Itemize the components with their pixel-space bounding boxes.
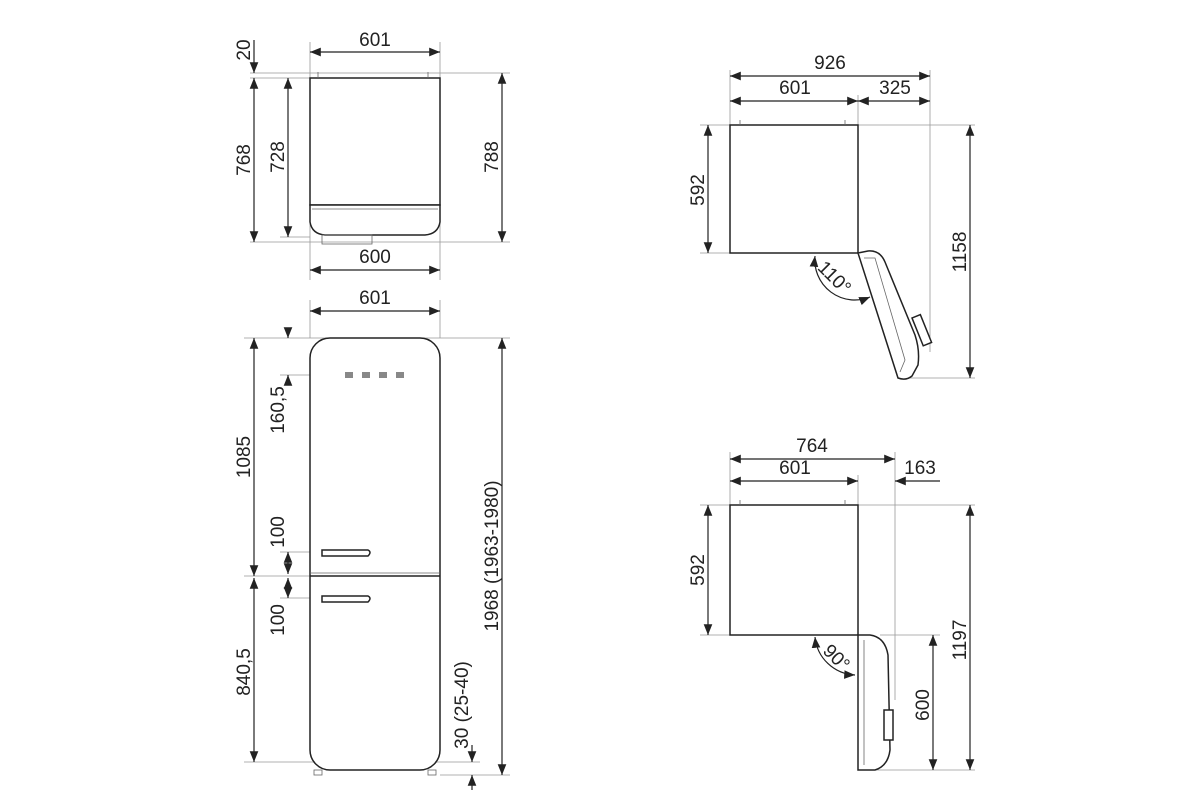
dim-110-depth: 592 (688, 174, 709, 206)
angle-90: 90° (818, 641, 853, 676)
dim-110-body-width: 601 (779, 78, 811, 99)
dim-lower-handle-offset: 100 (268, 604, 289, 636)
handle-top (321, 234, 373, 245)
dim-upper-handle-offset: 100 (268, 516, 289, 548)
fridge-front-body (309, 337, 441, 771)
fridge-plan-body-90 (729, 504, 859, 636)
dim-logo-offset: 160,5 (268, 386, 289, 434)
dim-90-total-width: 764 (796, 436, 828, 457)
front-view: 601 1085 840,5 160,5 100 100 1968 (1963-… (234, 288, 510, 790)
lower-door-handle (321, 595, 371, 603)
open-door-90 (857, 634, 891, 771)
top-view: 601 20 768 728 788 600 (234, 30, 510, 280)
fridge-plan-body-110 (729, 124, 859, 254)
door-handle-110 (911, 313, 933, 347)
dim-90-total-depth: 1197 (950, 620, 971, 661)
dim-upper-height: 1085 (234, 436, 255, 478)
door-top (309, 204, 441, 236)
dim-depth-no-door: 728 (268, 141, 289, 173)
dim-90-door-depth: 600 (913, 689, 934, 721)
open-door-110 (857, 250, 920, 380)
upper-door-handle (321, 549, 371, 557)
fridge-top-body (309, 77, 441, 206)
dim-90-depth: 592 (688, 554, 709, 586)
dim-110-total-depth: 1158 (950, 232, 971, 273)
foot-left (313, 769, 323, 776)
dim-110-door-extra: 325 (879, 78, 911, 99)
dim-width-top: 601 (359, 30, 391, 51)
dim-lower-height: 840,5 (234, 648, 255, 696)
plan-view-90: 764 601 163 90° 592 600 1197 (688, 436, 975, 771)
plan-view-110: 926 601 325 110° 592 1158 (688, 53, 975, 380)
dim-width-bottom: 600 (359, 247, 391, 268)
angle-110: 110° (813, 257, 855, 299)
dim-total-height: 1968 (1963-1980) (482, 480, 503, 631)
dim-depth-total: 788 (482, 141, 503, 173)
dim-110-total-width: 926 (814, 53, 846, 74)
dim-90-body-width: 601 (779, 458, 811, 479)
dim-offset-top: 20 (234, 39, 255, 60)
dim-depth-body: 768 (234, 144, 255, 176)
foot-right (427, 769, 437, 776)
smeg-logo (345, 372, 404, 378)
dim-90-door-extra: 163 (904, 458, 936, 479)
dim-front-width: 601 (359, 288, 391, 309)
door-handle-90 (883, 709, 894, 741)
dim-feet-height: 30 (25-40) (452, 661, 473, 749)
